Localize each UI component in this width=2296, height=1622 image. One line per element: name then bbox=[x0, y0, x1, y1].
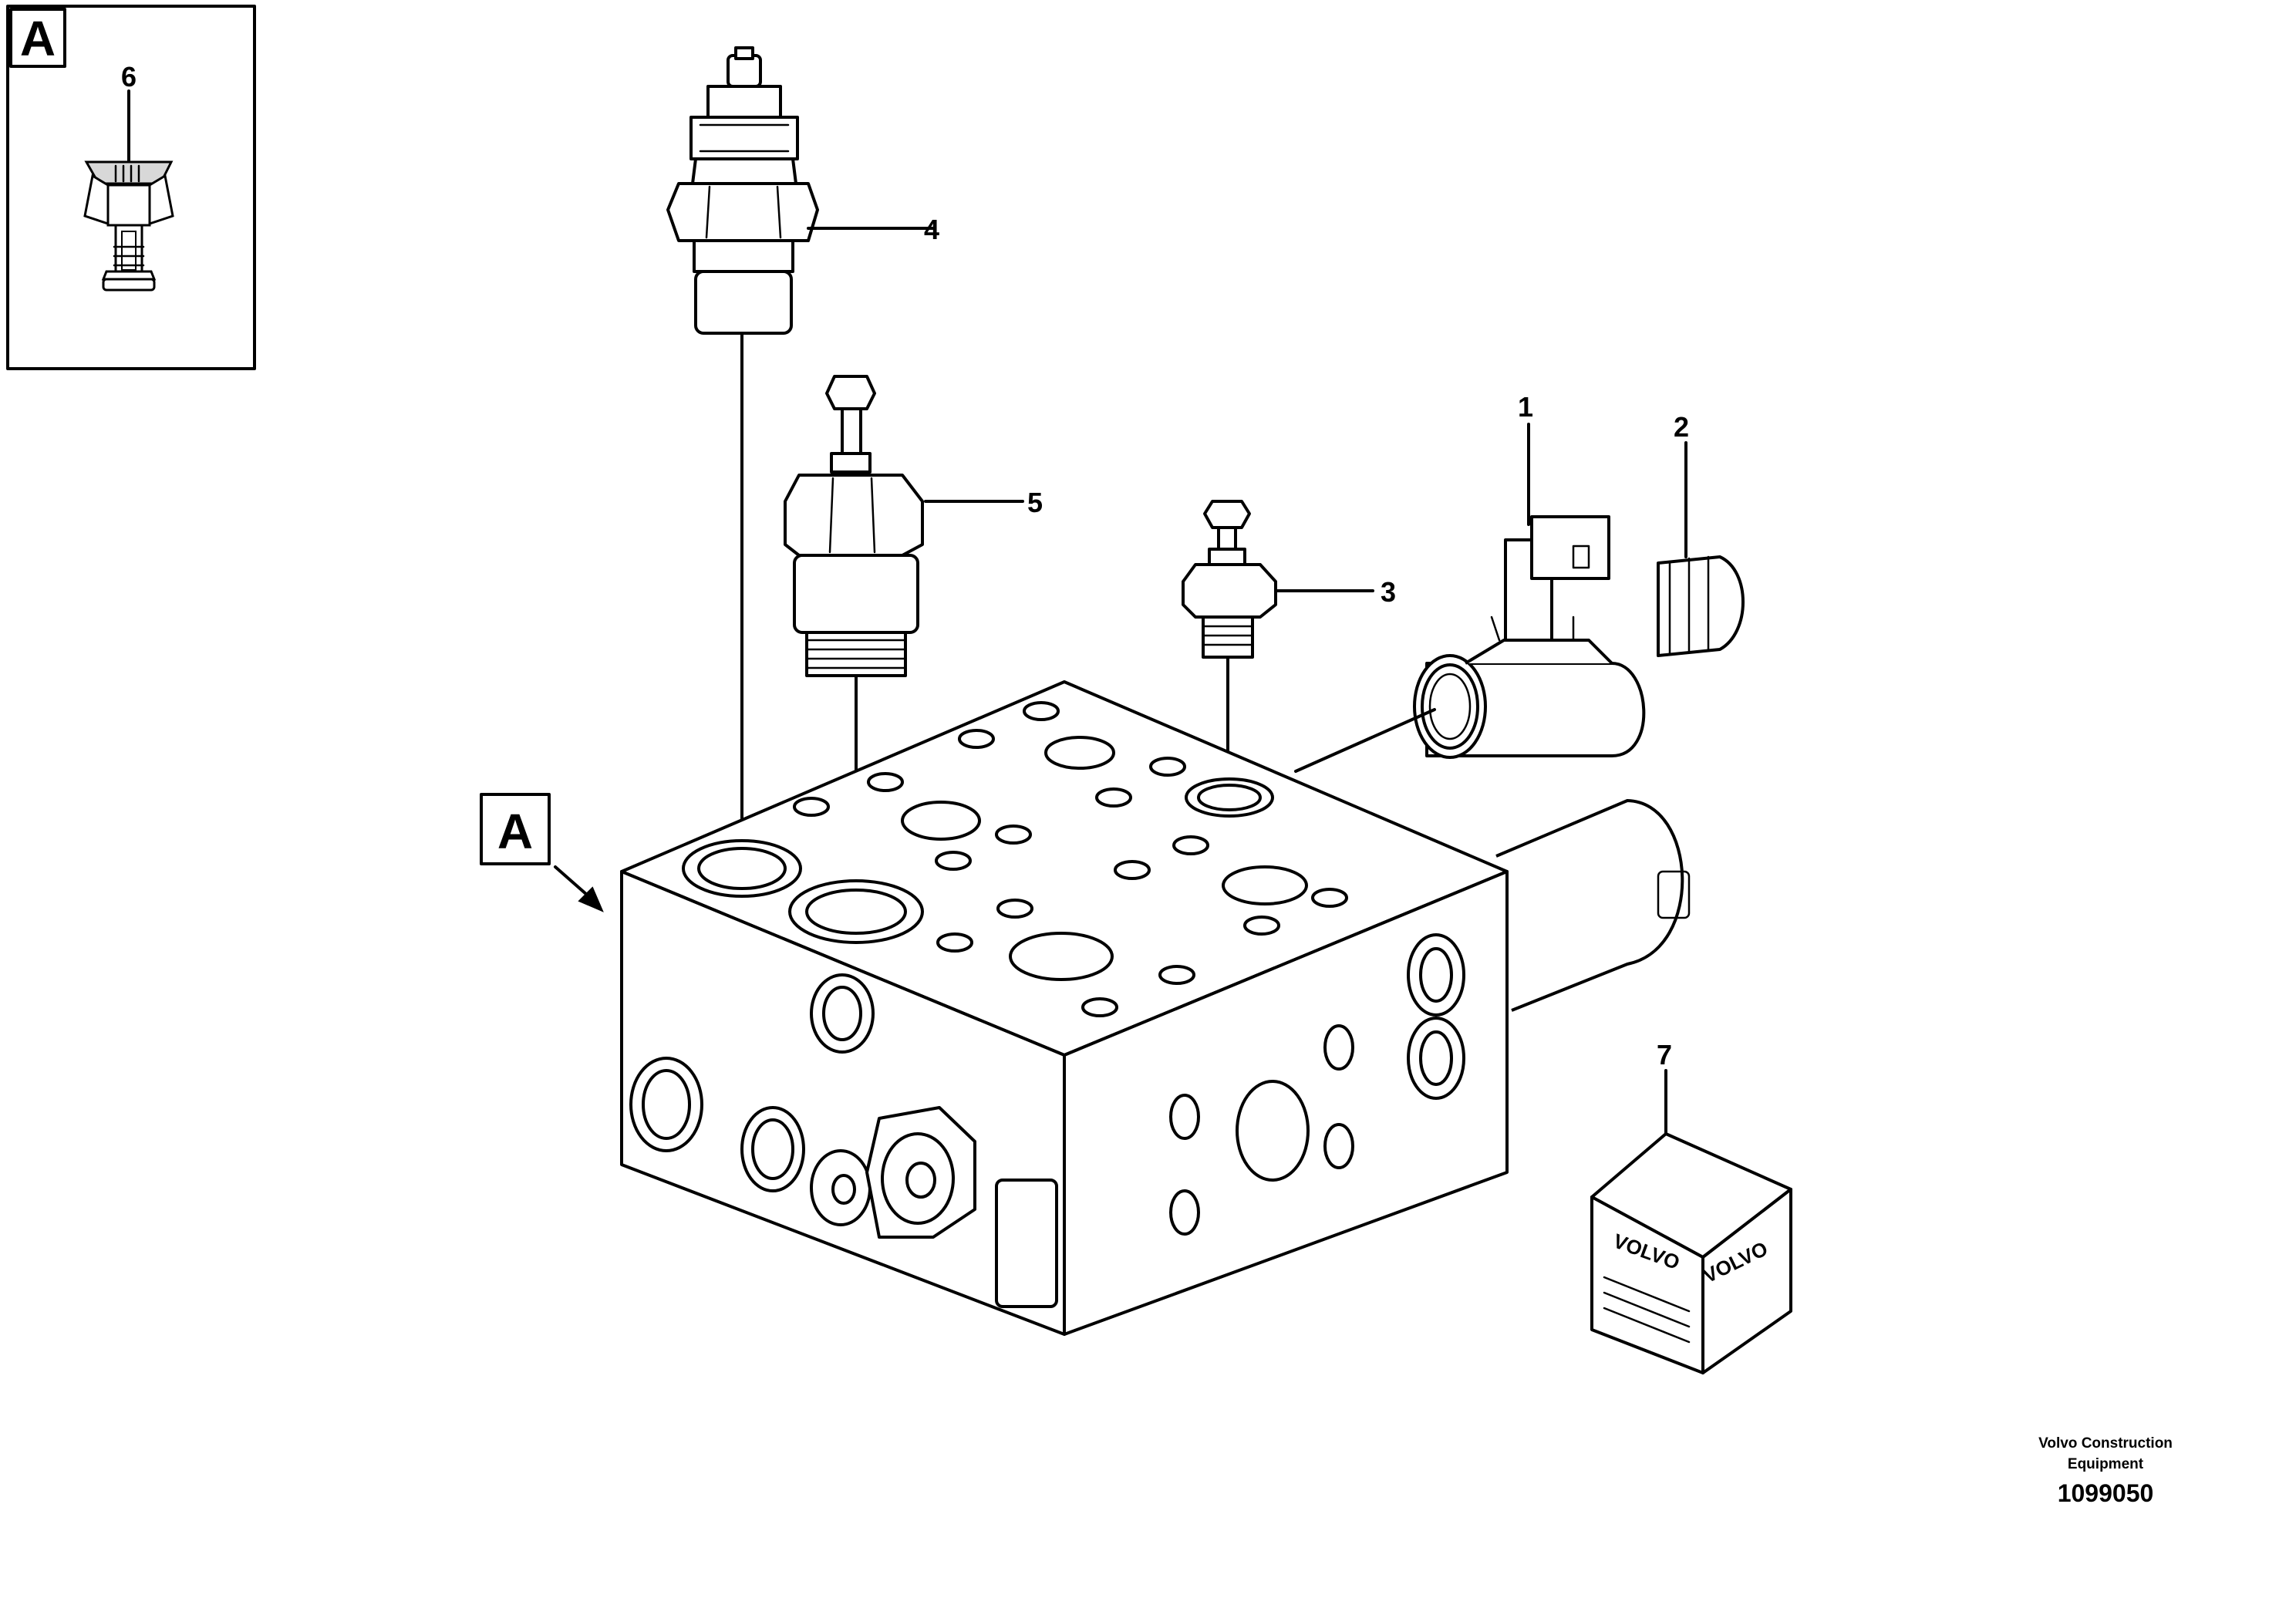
callout-6: 6 bbox=[121, 61, 137, 93]
nut-part-2 bbox=[1657, 441, 1745, 657]
detail-view-a: A 6 bbox=[6, 5, 256, 370]
valve-part-3 bbox=[1182, 500, 1374, 804]
drawing-number: 1099050 bbox=[2058, 1479, 2154, 1507]
view-a-marker: A bbox=[480, 793, 604, 912]
relief-valve-part-5 bbox=[784, 375, 1024, 927]
detail-view-label: A bbox=[20, 11, 56, 66]
callout-3: 3 bbox=[1381, 576, 1396, 608]
pressure-sensor-part-4 bbox=[666, 46, 935, 889]
callout-2: 2 bbox=[1674, 411, 1689, 443]
callout-4: 4 bbox=[924, 214, 939, 245]
callout-7: 7 bbox=[1657, 1039, 1672, 1071]
callout-5: 5 bbox=[1027, 487, 1043, 518]
valve-block bbox=[620, 680, 1691, 1336]
company-name-line1: Volvo Construction bbox=[2038, 1435, 2173, 1452]
view-a-label: A bbox=[497, 804, 533, 859]
company-name-line2: Equipment bbox=[2068, 1456, 2144, 1472]
solenoid-coil-part-1 bbox=[1413, 423, 1646, 759]
callout-1: 1 bbox=[1518, 391, 1533, 423]
check-valve-part-6 bbox=[83, 89, 174, 292]
kit-box-part-7: VOLVO VOLVO bbox=[1590, 1069, 1792, 1374]
